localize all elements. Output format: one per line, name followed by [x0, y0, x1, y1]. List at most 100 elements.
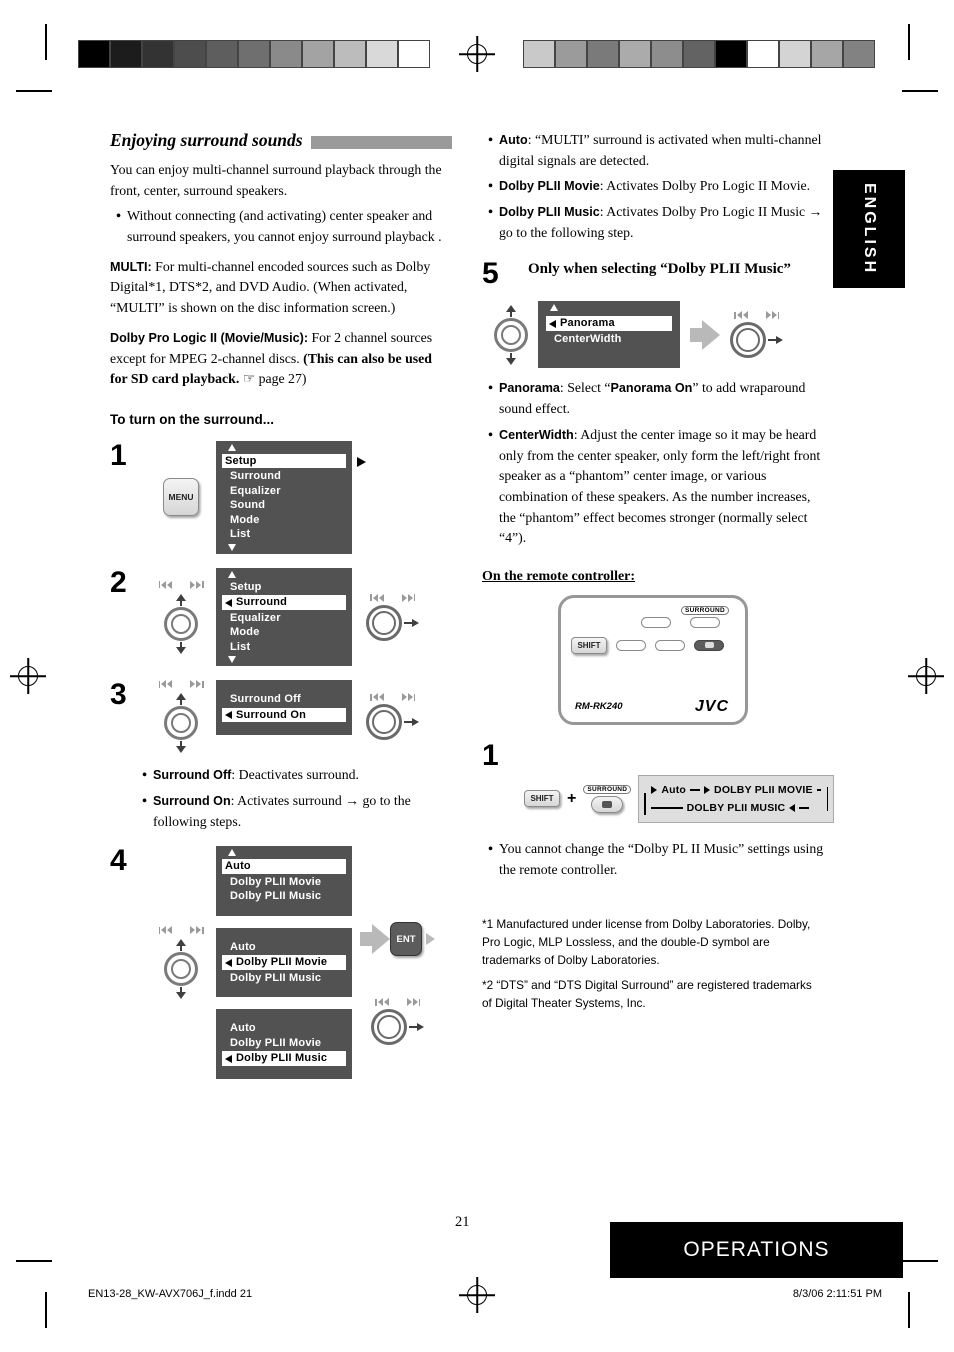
rotate-knob-icon — [366, 604, 402, 641]
display-screen-step5: Panorama CenterWidth — [538, 301, 680, 369]
joystick-icon — [494, 304, 528, 365]
press-arrow-icon — [404, 618, 419, 627]
press-arrow-icon — [768, 336, 783, 345]
remote-controller-image: SURROUND SHIFT RM-RK240 JVC — [558, 594, 748, 725]
step-number: 1 — [482, 738, 499, 772]
selected-marker-icon — [225, 1054, 232, 1063]
plii-keyword: Dolby Pro Logic II (Movie/Music): — [110, 330, 309, 345]
selected-marker-icon — [225, 958, 232, 967]
remote-note-bullet: You cannot change the “Dolby PL II Music… — [482, 839, 824, 880]
skip-back-icon — [370, 593, 384, 602]
surround-button — [694, 639, 724, 651]
screen-item: Dolby PLII Music — [230, 971, 322, 984]
remote-model-label: RM-RK240 — [575, 700, 623, 712]
skip-back-icon — [158, 926, 172, 935]
bullet-dot — [136, 765, 153, 786]
skip-icons — [375, 998, 420, 1007]
scroll-up-icon — [228, 570, 236, 578]
bullet-dot — [482, 839, 499, 880]
auto-bullet: Auto: “MULTI” surround is activated when… — [482, 130, 824, 171]
surround-on-keyword: Surround On — [153, 794, 231, 809]
screen-item-selected: Auto — [222, 859, 346, 874]
surround-key-icon — [602, 800, 613, 808]
bullet-dot — [136, 791, 153, 832]
rotate-knob-icon — [366, 704, 402, 741]
screen-item: Dolby PLII Music — [230, 890, 322, 903]
jvc-logo: JVC — [694, 697, 729, 715]
skip-forward-icon — [190, 926, 204, 935]
menu-button-label: MENU — [168, 492, 194, 503]
screen-item: Mode — [230, 626, 260, 639]
remote-button — [655, 639, 685, 651]
multi-keyword: MULTI: — [110, 259, 152, 274]
skip-icons — [158, 680, 204, 689]
selected-marker-icon — [549, 319, 556, 328]
centerwidth-bullet: CenterWidth: Adjust the center image so … — [482, 425, 824, 549]
display-screen-step3: Surround Off Surround On — [216, 680, 352, 753]
registration-mark-bottom — [459, 1277, 495, 1313]
scroll-down-icon — [228, 656, 236, 664]
knob-controls — [360, 998, 435, 1046]
press-arrow-icon — [409, 1023, 424, 1032]
section-heading: Enjoying surround sounds — [110, 130, 303, 150]
panorama-bullet: Panorama: Select “Panorama On” to add wr… — [482, 378, 824, 419]
step-number: 3 — [110, 678, 127, 712]
skip-forward-icon — [190, 580, 204, 589]
shift-button: SHIFT — [571, 636, 607, 654]
intro-bullet: Without connecting (and activating) cent… — [110, 206, 452, 247]
skip-forward-icon — [765, 311, 779, 320]
joystick-icon — [164, 939, 198, 1000]
crop-mark — [902, 1260, 938, 1262]
section-heading-row: Enjoying surround sounds — [110, 130, 452, 151]
skip-icons — [158, 580, 204, 589]
remote-controller-heading: On the remote controller: — [482, 568, 636, 584]
step-3: 3 Surround Off Surround On — [110, 678, 452, 754]
step5-title: Only when selecting “Dolby PLII Music” — [528, 261, 791, 278]
select-arrow-icon — [357, 456, 366, 467]
screen-item: Setup — [230, 580, 262, 593]
left-column: Enjoying surround sounds You can enjoy m… — [110, 130, 452, 1079]
turn-on-subheading: To turn on the surround... — [110, 411, 274, 427]
cycle-line — [826, 786, 829, 811]
screen-item: Dolby PLII Movie — [230, 1036, 322, 1049]
cycle-item: Auto — [661, 783, 687, 796]
surround-on-bullet: Surround On: Activates surround → go to … — [136, 791, 452, 832]
intro-paragraph: You can enjoy multi-channel surround pla… — [110, 162, 442, 198]
knob-controls — [366, 680, 419, 753]
footer-timestamp: 8/3/06 2:11:51 PM — [792, 1288, 882, 1300]
scroll-down-icon — [228, 543, 236, 551]
display-screen-step4c: Auto Dolby PLII Movie Dolby PLII Music — [216, 1009, 352, 1079]
screen-item-selected: Dolby PLII Music — [222, 1051, 346, 1066]
remote-button — [690, 616, 721, 628]
registration-mark-right — [908, 658, 944, 694]
device-controls: MENU — [146, 441, 216, 554]
screen-item-selected: Surround — [222, 595, 346, 610]
plii-music-bullet: Dolby PLII Music: Activates Dolby Pro Lo… — [482, 202, 824, 243]
display-screen-step4a: Auto Dolby PLII Movie Dolby PLII Music — [216, 846, 352, 916]
centerwidth-keyword: CenterWidth — [499, 427, 574, 442]
language-tab: ENGLISH — [833, 170, 905, 288]
plii-bold-note: (This can also be used for SD card playb… — [110, 350, 432, 387]
color-calibration-bar-right — [523, 40, 875, 68]
crop-mark — [45, 1292, 47, 1328]
scroll-up-icon — [228, 443, 236, 451]
plus-sign: + — [567, 789, 577, 807]
mode-cycle-diagram: Auto DOLBY PLII MOVIE DOLBY PLII MUSIC — [638, 774, 835, 823]
bullet-dot — [110, 206, 127, 247]
knob-controls — [366, 568, 419, 667]
step-4: 4 Auto Dolby PLII Movie — [110, 846, 452, 1079]
plii-text: For 2 channel sources except for MPEG 2-… — [110, 329, 433, 366]
plii-music-keyword: Dolby PLII Music — [499, 205, 600, 220]
shift-button: SHIFT — [524, 790, 560, 808]
step4-extras: ENT — [360, 846, 435, 1079]
screen-item-selected: Panorama — [546, 316, 672, 331]
skip-forward-icon — [190, 680, 204, 689]
heading-bar — [310, 135, 452, 149]
surround-label: SURROUND — [681, 605, 729, 615]
display-screen-step2: Setup Surround Equalizer Mode List — [216, 567, 352, 667]
skip-icons — [734, 311, 779, 320]
step-number: 2 — [110, 565, 127, 599]
bullet-text: Without connecting (and activating) cent… — [127, 208, 442, 245]
bullet-dot — [482, 425, 499, 549]
scroll-up-icon — [228, 849, 236, 857]
